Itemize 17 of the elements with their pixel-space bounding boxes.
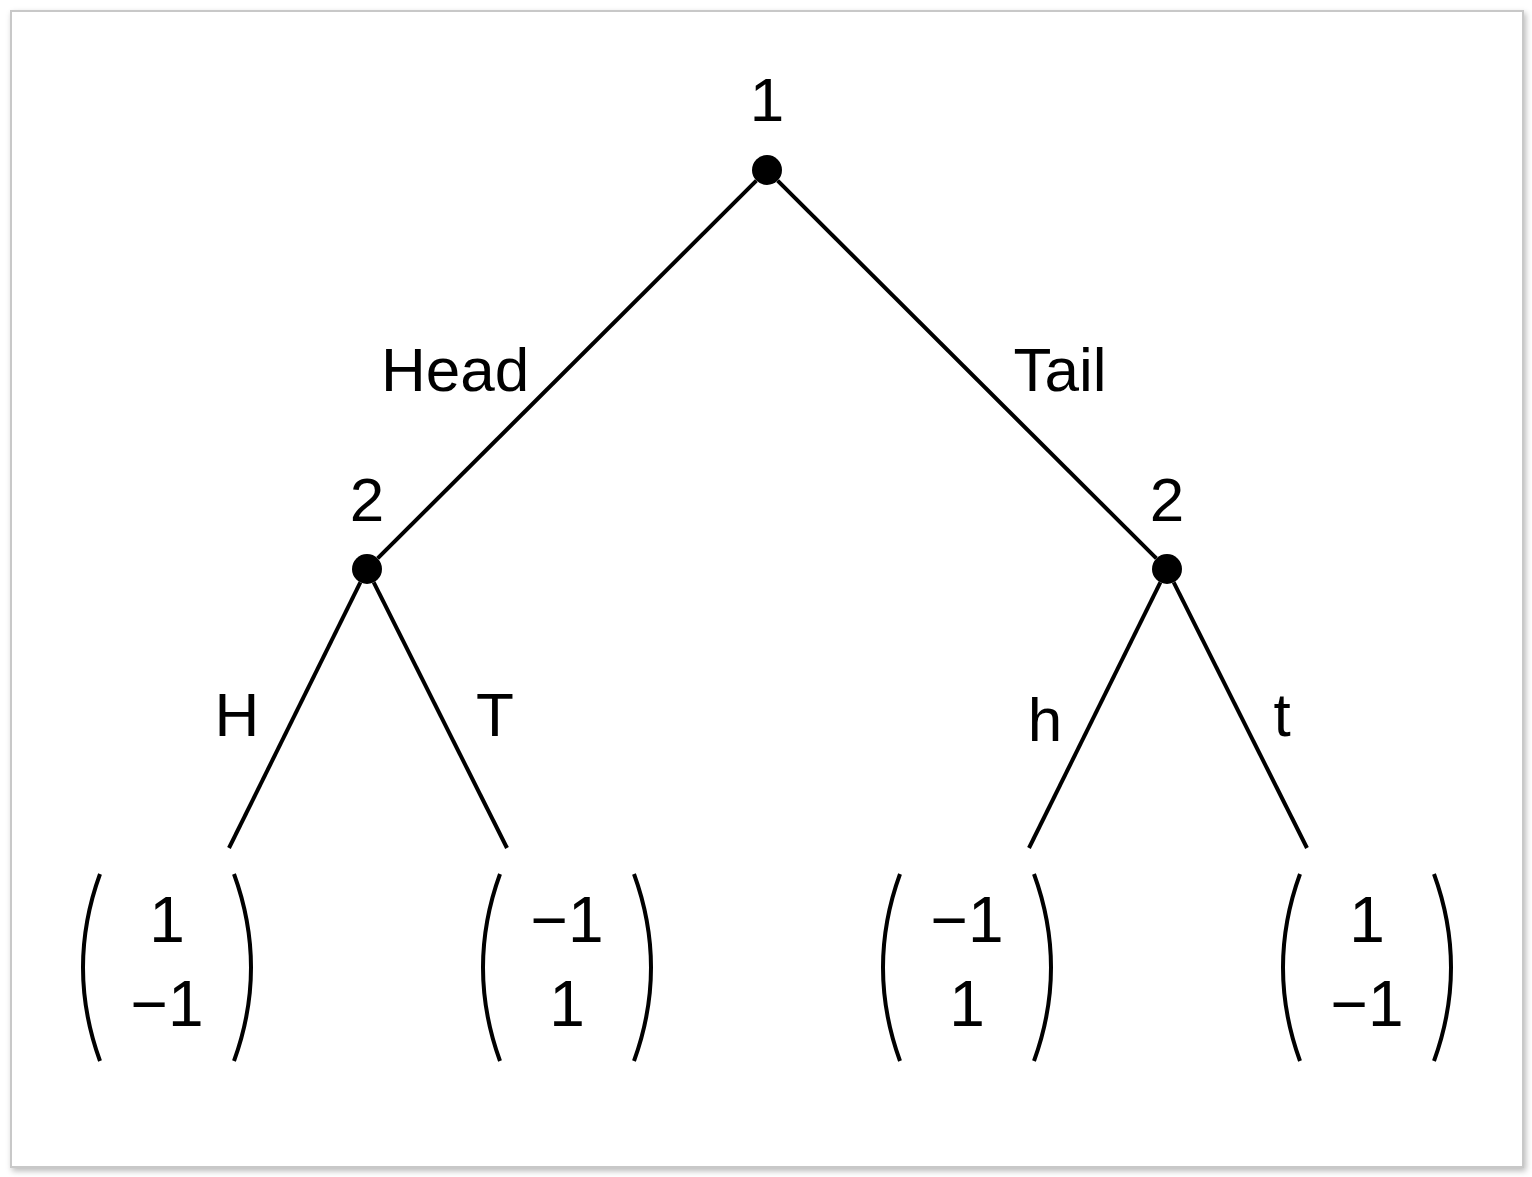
payoff-value: 1 [1348, 888, 1386, 952]
payoff-value: 1 [948, 971, 986, 1036]
branch-line [371, 581, 509, 849]
branch-line [776, 179, 1158, 560]
player-label: 1 [749, 69, 785, 131]
payoff-value: −1 [529, 888, 605, 952]
player-label: 2 [1149, 469, 1185, 531]
player-label: 2 [349, 469, 385, 531]
branch-line [1027, 581, 1163, 849]
branch-line [1171, 581, 1309, 849]
payoff-value: −1 [1329, 971, 1405, 1036]
payoff-value: 1 [548, 971, 586, 1036]
payoff-value: −1 [929, 888, 1005, 952]
payoff-value: 1 [148, 888, 186, 952]
payoff-value: −1 [129, 971, 205, 1036]
branch-line [376, 179, 758, 560]
branch-line [227, 581, 363, 849]
